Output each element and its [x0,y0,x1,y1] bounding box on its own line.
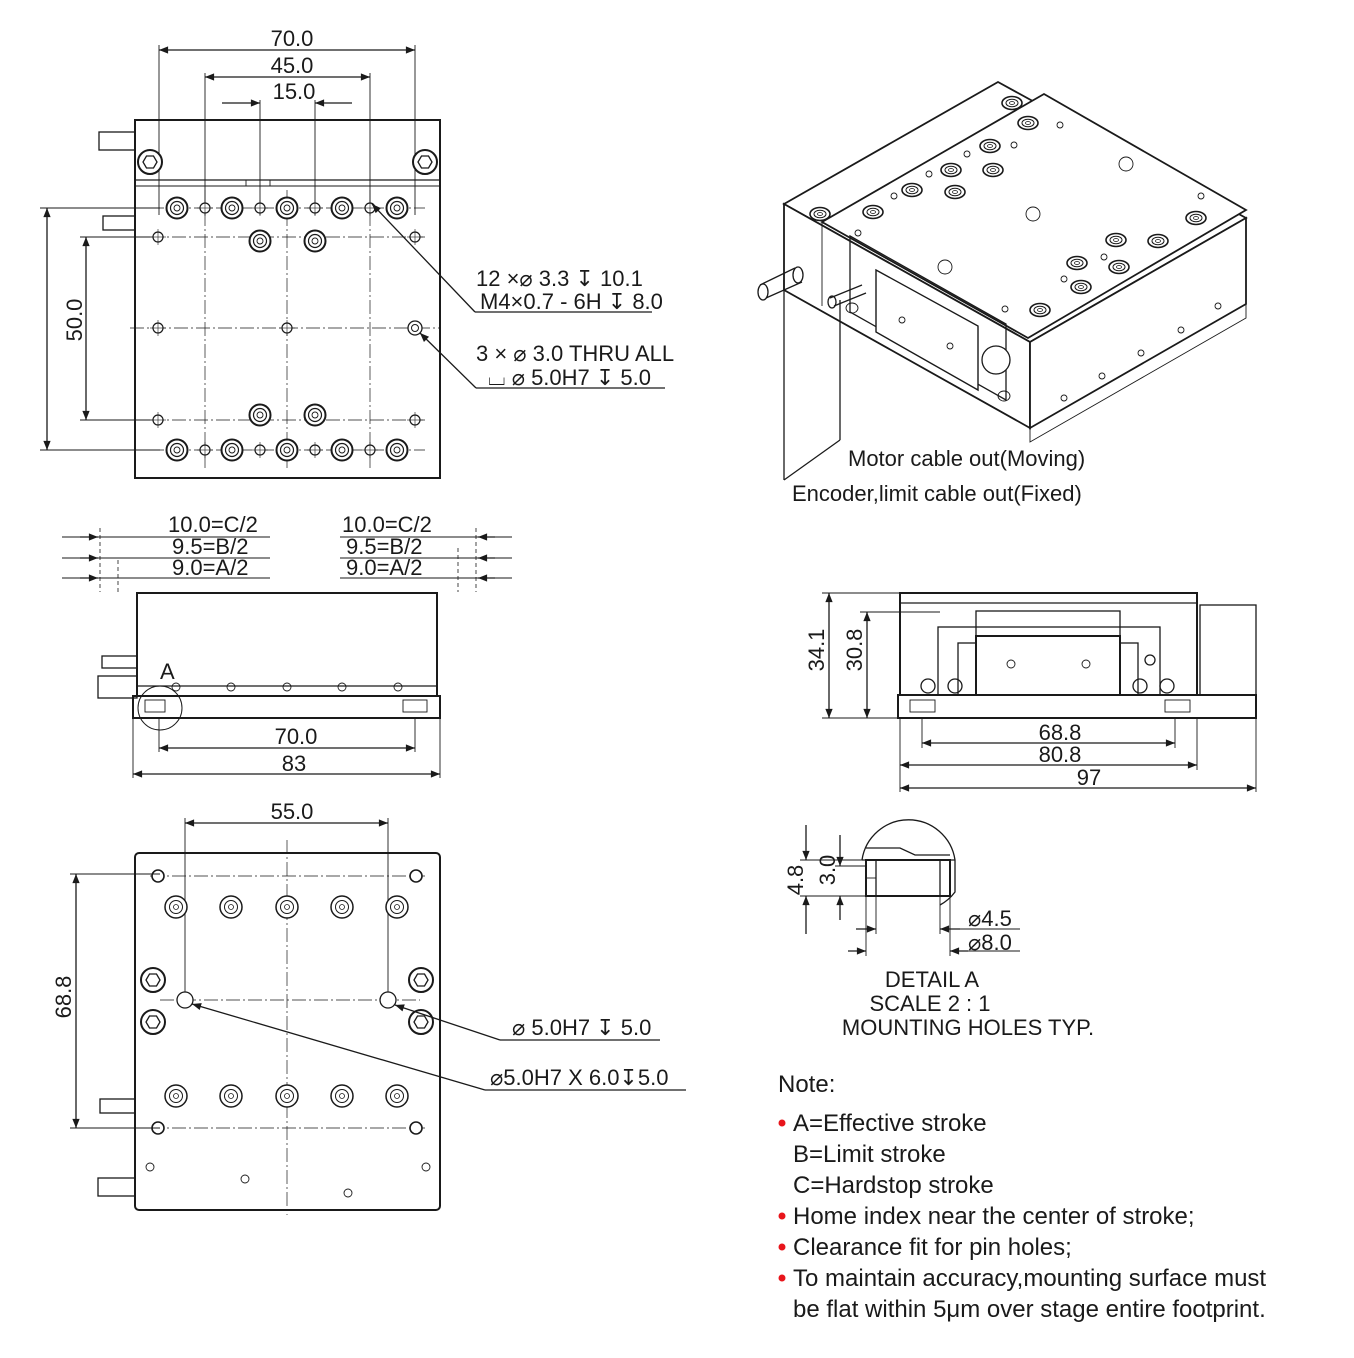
end-dim-308: 30.8 [842,629,867,672]
callout-pins-line2: ⌴ ⌀ 5.0H7 ↧ 5.0 [488,365,651,390]
end-bearing-icons [920,654,1175,694]
side-dim-83: 83 [282,751,306,776]
top-dim-45: 45.0 [271,53,314,78]
corner-bolt-icon [412,149,438,175]
detail-a-marker: A [160,659,175,684]
side-view: 10.0=C/2 9.5=B/2 9.0=A/2 10.0=C/2 9.5=B/… [62,512,512,778]
left-stroke-a: 9.0=A/2 [172,555,248,580]
detail-dim-45: ⌀4.5 [968,906,1012,931]
detail-subtitle: MOUNTING HOLES TYP. [842,1015,1094,1040]
bottom-socket-grid [164,895,409,1108]
callout-pin-2: ⌀5.0H7 X 6.0↧5.0 [490,1065,668,1090]
top-pin-holes [149,199,424,459]
detail-dim-48: 4.8 [783,865,808,896]
detail-title: DETAIL A [885,967,979,992]
right-stroke-a: 9.0=A/2 [346,555,422,580]
bottom-dim-688: 68.8 [51,976,76,1019]
motor-cable-label: Motor cable out(Moving) [848,446,1085,471]
note-line: Clearance fit for pin holes; [793,1234,1072,1261]
end-view: 34.1 30.8 68.8 80.8 97 [804,592,1257,792]
detail-dim-80: ⌀8.0 [968,930,1012,955]
bottom-view: 55.0 [51,799,686,1215]
callout-holes-line2: M4×0.7 - 6H ↧ 8.0 [480,289,663,314]
note-bullet-icon [778,1274,786,1282]
callout-pins-line1: 3 × ⌀ 3.0 THRU ALL [476,341,674,366]
detail-scale: SCALE 2 : 1 [869,991,990,1016]
detail-dim-30: 3.0 [815,855,840,886]
end-dim-688: 68.8 [1039,720,1082,745]
encoder-cable-label: Encoder,limit cable out(Fixed) [792,481,1082,506]
note-bullet-icon [778,1243,786,1251]
callout-holes-line1: 12 ×⌀ 3.3 ↧ 10.1 [476,266,643,291]
corner-bolt-icon [137,149,163,175]
top-dim-50: 50.0 [62,299,87,342]
detail-a: 4.8 3.0 ⌀4.5 ⌀8.0 DETAIL A SCALE 2 : 1 M… [783,819,1094,1040]
callout-pin-1: ⌀ 5.0H7 ↧ 5.0 [512,1015,651,1040]
note-line: be flat within 5μm over stage entire foo… [793,1296,1266,1323]
iso-view: Motor cable out(Moving) Encoder,limit ca… [757,80,1248,506]
end-dim-341: 34.1 [804,629,829,672]
top-dim-15: 15.0 [273,79,316,104]
right-stroke-c: 10.0=C/2 [342,512,432,537]
top-dim-70: 70.0 [271,26,314,51]
right-stroke-b: 9.5=B/2 [346,534,422,559]
side-dim-70: 70.0 [275,724,318,749]
top-view: 70.0 45.0 15.0 [40,26,674,479]
iso-top-bolts [809,95,1222,402]
note-line: B=Limit stroke [793,1141,946,1168]
note-bullet-icon [778,1119,786,1127]
note-line: To maintain accuracy,mounting surface mu… [793,1265,1266,1292]
note-line: Home index near the center of stroke; [793,1203,1195,1230]
bottom-mount-holes [145,869,431,1198]
note-line: C=Hardstop stroke [793,1172,994,1199]
end-dim-97: 97 [1077,765,1101,790]
left-stroke-b: 9.5=B/2 [172,534,248,559]
note-line: A=Effective stroke [793,1110,987,1137]
bottom-dim-55: 55.0 [271,799,314,824]
notes-heading: Note: [778,1071,835,1098]
note-bullet-icon [778,1212,786,1220]
end-dim-808: 80.8 [1039,742,1082,767]
left-stroke-c: 10.0=C/2 [168,512,258,537]
